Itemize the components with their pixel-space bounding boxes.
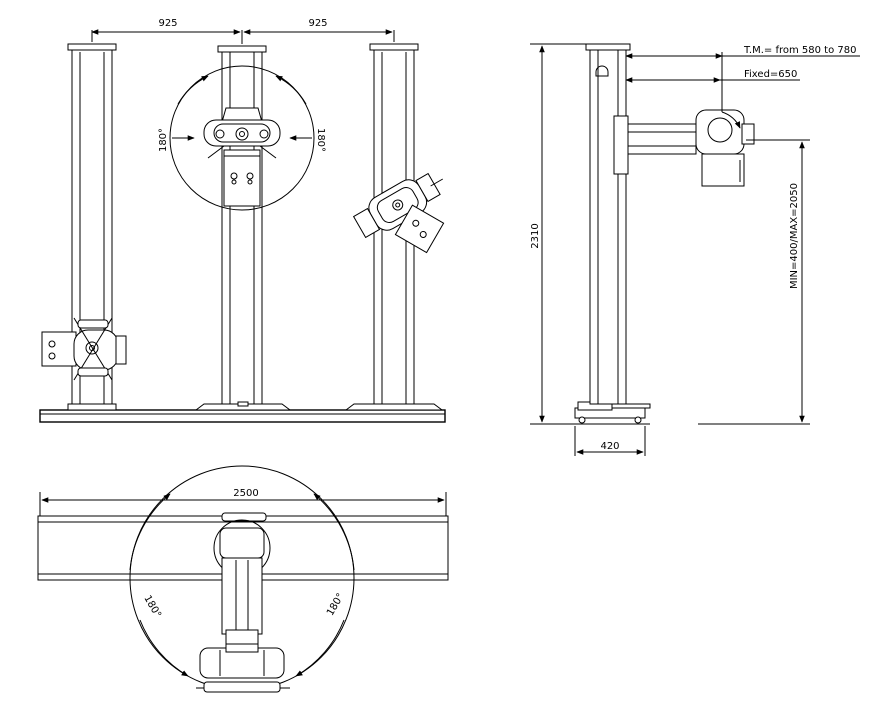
side-arm bbox=[627, 123, 697, 155]
left-tube-head bbox=[41, 317, 127, 381]
top-view: 2500 180° 180° bbox=[37, 465, 449, 693]
rotation-circle bbox=[169, 65, 315, 211]
side-collimator bbox=[701, 153, 745, 187]
top-rotation-left-label: 180° bbox=[141, 594, 163, 620]
top-arm bbox=[221, 557, 263, 635]
base-width-label: 420 bbox=[600, 441, 619, 452]
rotation-left-label: 180° bbox=[158, 128, 169, 152]
fixed-label: Fixed=650 bbox=[744, 69, 797, 80]
height-range-label: MIN=400/MAX=2050 bbox=[789, 183, 800, 289]
rotation-right-label: 180° bbox=[315, 128, 326, 152]
side-tube bbox=[695, 109, 745, 155]
collimator-icon bbox=[223, 155, 261, 207]
front-view: 925 925 180° 180° bbox=[39, 18, 446, 423]
side-view: T.M.= from 580 to 780 Fixed=650 2310 MIN… bbox=[530, 43, 860, 456]
right-tube-head bbox=[352, 172, 444, 239]
tm-range-label: T.M.= from 580 to 780 bbox=[743, 45, 857, 56]
floor-base-plate bbox=[39, 409, 446, 423]
top-column bbox=[219, 527, 265, 559]
xray-tube-icon bbox=[203, 107, 281, 161]
center-column bbox=[194, 45, 292, 411]
spacing-right-label: 925 bbox=[308, 18, 327, 29]
track-length-label: 2500 bbox=[233, 488, 258, 499]
height-total-label: 2310 bbox=[530, 223, 541, 248]
spacing-left-label: 925 bbox=[158, 18, 177, 29]
right-collimator bbox=[394, 204, 445, 254]
side-column bbox=[589, 47, 627, 405]
top-rotation-right-label: 180° bbox=[325, 592, 347, 618]
